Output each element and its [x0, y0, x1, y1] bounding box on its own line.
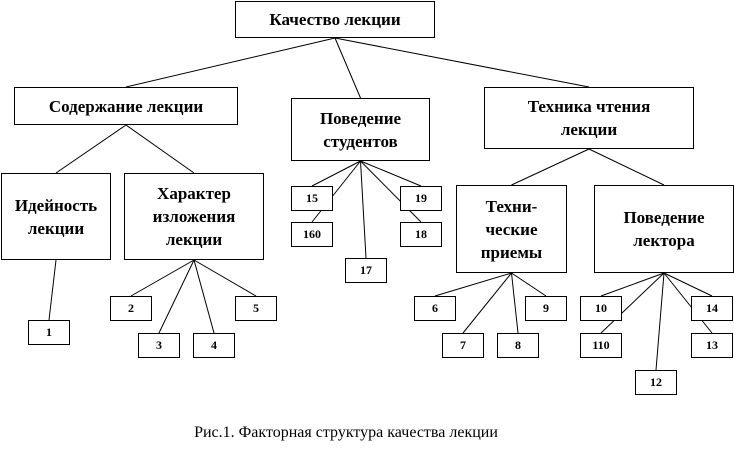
- edge-presentation-n5: [193, 259, 257, 297]
- node-lecture-content: Содержание лекции: [14, 87, 238, 125]
- factor-box-3: 3: [138, 333, 180, 358]
- edge-presentation-n3: [158, 259, 195, 334]
- factor-box-14: 14: [691, 296, 733, 321]
- edge-technique-methods: [511, 148, 590, 186]
- node-lecturer-behavior: Поведение лектора: [594, 185, 734, 273]
- edge-lecturer-n10: [600, 272, 665, 297]
- edge-behavior-n18: [360, 160, 422, 223]
- edge-lecturer-n110: [600, 272, 665, 334]
- edge-behavior-n19: [360, 160, 422, 187]
- node-technical-methods: Техни- ческие приемы: [456, 185, 567, 273]
- edge-methods-n7: [462, 272, 512, 334]
- factor-box-18: 18: [400, 222, 442, 247]
- node-reading-technique: Техника чтения лекции: [484, 87, 694, 149]
- node-ideology: Идейность лекции: [1, 173, 111, 260]
- edge-presentation-n2: [130, 259, 195, 297]
- edge-methods-n6: [434, 272, 512, 297]
- node-student-behavior: Поведение студентов: [291, 98, 430, 161]
- factor-box-10: 10: [580, 296, 622, 321]
- edge-ideology-n1: [48, 259, 57, 321]
- edge-behavior-n15: [311, 160, 361, 187]
- factor-box-17: 17: [345, 258, 387, 283]
- edge-methods-n9: [511, 272, 547, 297]
- factor-box-160: 160: [291, 222, 333, 247]
- edge-lecturer-n14: [663, 272, 713, 297]
- edge-technique-lecturer: [588, 148, 665, 186]
- edge-behavior-n17: [360, 160, 367, 259]
- factor-box-8: 8: [497, 333, 539, 358]
- factor-box-4: 4: [193, 333, 235, 358]
- factor-box-110: 110: [580, 333, 622, 358]
- factor-box-7: 7: [442, 333, 484, 358]
- edge-root-technique: [334, 37, 590, 88]
- node-presentation-style: Характер изложения лекции: [124, 173, 264, 260]
- edge-lecturer-n12: [655, 272, 665, 371]
- figure-caption: Рис.1. Факторная структура качества лекц…: [194, 424, 498, 441]
- edge-methods-n8: [511, 272, 519, 334]
- factor-box-19: 19: [400, 186, 442, 211]
- factor-box-15: 15: [291, 186, 333, 211]
- factor-box-13: 13: [691, 333, 733, 358]
- edge-root-content: [125, 37, 336, 88]
- factor-box-1: 1: [28, 320, 70, 345]
- edge-content-ideology: [55, 124, 127, 174]
- factor-box-12: 12: [635, 370, 677, 395]
- node-lecture-quality: Качество лекции: [235, 1, 435, 38]
- factor-box-2: 2: [110, 296, 152, 321]
- edge-behavior-n160: [311, 160, 361, 223]
- edge-content-presentation: [125, 124, 195, 174]
- factor-box-5: 5: [235, 296, 277, 321]
- edge-presentation-n4: [193, 259, 215, 334]
- edge-lecturer-n13: [663, 272, 713, 334]
- factor-box-9: 9: [525, 296, 567, 321]
- factor-box-6: 6: [414, 296, 456, 321]
- edge-root-behavior: [334, 37, 361, 99]
